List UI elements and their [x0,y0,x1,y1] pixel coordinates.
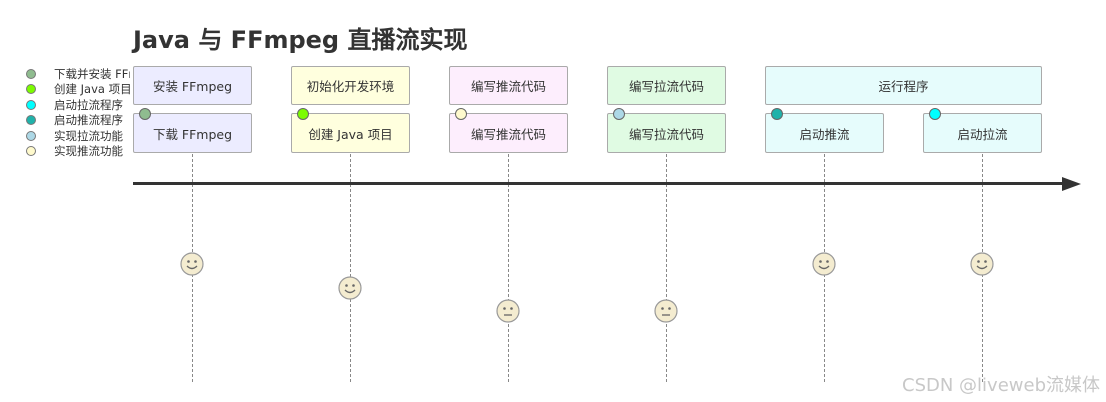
task-start-pull: 启动拉流 [923,113,1042,153]
task-start-push: 启动推流 [765,113,884,153]
legend-label: 启动推流程序 [54,113,123,128]
legend-label: 创建 Java 项目 [54,82,130,97]
neutral-face-icon [654,299,678,323]
smiley-face-icon [812,252,836,276]
actor-dot [455,108,467,120]
timeline-guide [508,154,509,382]
task-create-java-project: 创建 Java 项目 [291,113,410,153]
legend-item: 下载并安装 FFmpeg [26,66,130,82]
timeline-axis [133,182,1067,185]
legend: 下载并安装 FFmpeg 创建 Java 项目 启动拉流程序 启动推流程序 实现… [26,66,130,159]
legend-marker [26,146,36,157]
legend-marker [26,99,36,110]
timeline-guide [350,154,351,382]
section-install-ffmpeg: 安装 FFmpeg [133,66,252,105]
legend-item: 实现推流功能 [26,144,130,160]
page-title: Java 与 FFmpeg 直播流实现 [133,26,468,54]
smiley-face-icon [338,276,362,300]
legend-marker [26,115,36,126]
legend-label: 启动拉流程序 [54,97,123,112]
section-pull-code: 编写拉流代码 [607,66,726,105]
legend-item: 启动拉流程序 [26,97,130,113]
arrow-right-icon [1062,177,1081,191]
smiley-face-icon [970,252,994,276]
legend-label: 实现推流功能 [54,144,123,159]
legend-item: 实现拉流功能 [26,128,130,144]
actor-dot [139,108,151,120]
actor-dot [929,108,941,120]
smiley-face-icon [180,252,204,276]
legend-marker [26,84,36,95]
section-run-program: 运行程序 [765,66,1042,105]
task-write-pull-code: 编写拉流代码 [607,113,726,153]
watermark: CSDN @liveweb流媒体 [902,375,1100,396]
timeline-guide [666,154,667,382]
legend-label: 实现拉流功能 [54,128,123,143]
legend-item: 创建 Java 项目 [26,82,130,98]
section-init-env: 初始化开发环境 [291,66,410,105]
section-push-code: 编写推流代码 [449,66,568,105]
legend-marker [26,68,36,79]
actor-dot [613,108,625,120]
neutral-face-icon [496,299,520,323]
task-write-push-code: 编写推流代码 [449,113,568,153]
legend-label: 下载并安装 FFmpeg [54,66,130,81]
actor-dot [297,108,309,120]
actor-dot [771,108,783,120]
task-download-ffmpeg: 下载 FFmpeg [133,113,252,153]
legend-item: 启动推流程序 [26,113,130,129]
legend-marker [26,130,36,141]
